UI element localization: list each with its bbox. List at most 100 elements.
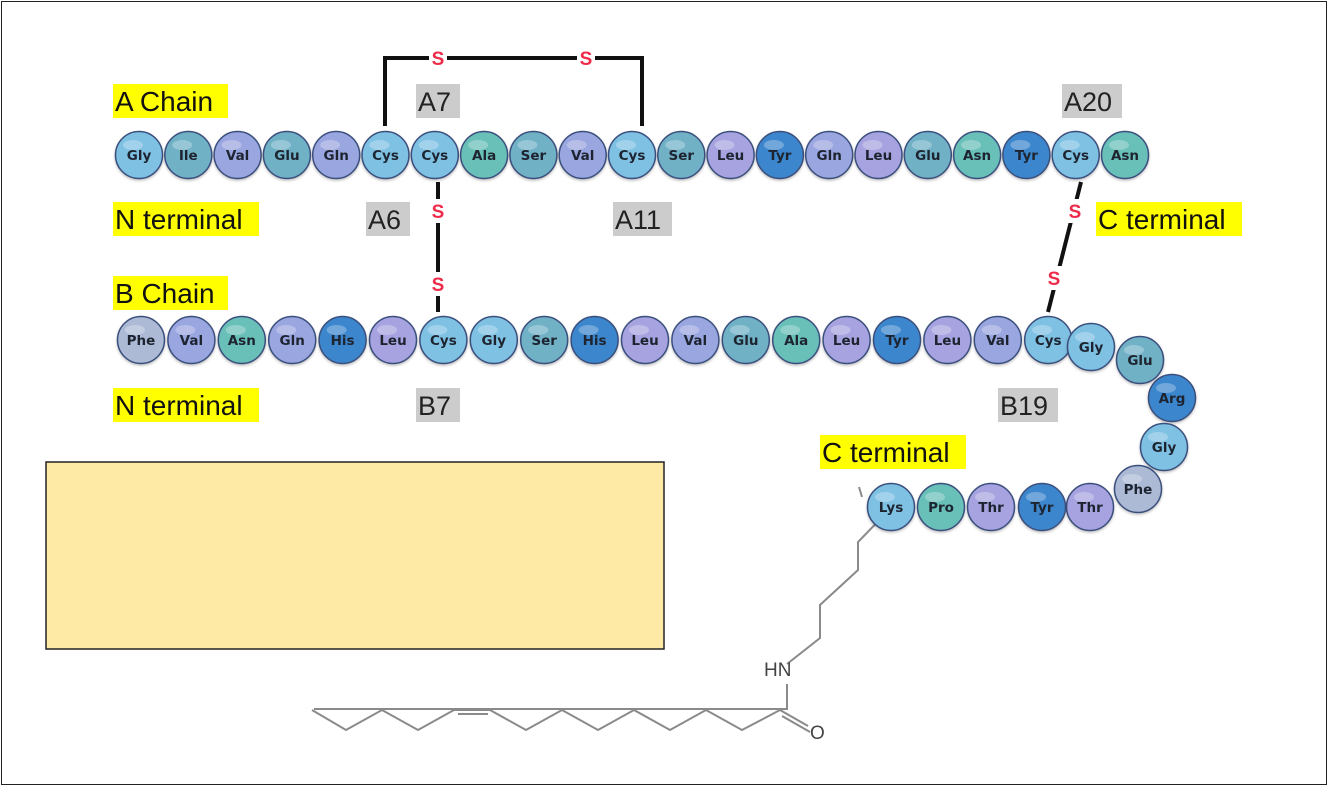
- b-chain-residue-20: Gly: [1066, 322, 1116, 372]
- a-chain-residue-14: Tyr: [755, 130, 805, 180]
- residue-label: Cys: [1035, 333, 1062, 349]
- b-chain-residue-2: Val: [167, 315, 216, 365]
- residue-highlight: [679, 325, 700, 335]
- residue-bead: [706, 130, 755, 180]
- sulfur-atoms: S S S S S S: [432, 49, 1082, 296]
- b-chain-residue-17: Leu: [923, 315, 972, 365]
- residue-highlight: [665, 140, 686, 150]
- blank-answer-box: [45, 461, 665, 650]
- residue-bead: [671, 315, 720, 365]
- residue-highlight: [276, 325, 297, 335]
- a-chain-residue-1: Gly: [114, 130, 164, 180]
- b-chain-residue-23: Gly: [1139, 422, 1189, 472]
- residue-label: Val: [571, 148, 594, 164]
- amide-nh-label: HN: [764, 660, 791, 681]
- a-chain-residue-9: Ser: [509, 130, 558, 180]
- residue-label: Glu: [274, 148, 299, 164]
- sulfur-b7: S: [432, 275, 445, 296]
- residue-bead: [804, 130, 854, 180]
- b-chain-residue-24: Phe: [1113, 464, 1163, 514]
- residue-highlight: [326, 325, 347, 335]
- b-chain-label: B Chain: [115, 278, 215, 309]
- residue-bead: [262, 130, 312, 180]
- a-chain-residue-7: Cys: [410, 130, 460, 180]
- a-chain-residue-2: Ile: [164, 130, 213, 180]
- residue-bead: [903, 130, 953, 180]
- a-chain-residue-13: Leu: [706, 130, 755, 180]
- residue-bead: [721, 315, 771, 365]
- b-chain-residue-19: Cys: [1023, 315, 1073, 365]
- residue-highlight: [517, 140, 538, 150]
- fatty-acid-chain: [311, 486, 890, 733]
- b-chain-residue-15: Leu: [822, 315, 871, 365]
- residue-highlight: [961, 140, 982, 150]
- b-chain-residue-16: Tyr: [872, 315, 922, 365]
- residue-highlight: [975, 492, 995, 502]
- residue-label: Leu: [379, 333, 406, 349]
- label-b7: B7: [418, 391, 451, 421]
- residue-highlight: [320, 140, 341, 150]
- a-chain-residue-11: Cys: [607, 130, 657, 180]
- b-c-terminal-label: C terminal: [822, 437, 950, 468]
- residue-label: Thr: [1077, 500, 1103, 516]
- residue-highlight: [1122, 474, 1142, 484]
- residue-highlight: [763, 140, 784, 150]
- a-chain-label: A Chain: [115, 86, 213, 117]
- residue-highlight: [225, 325, 246, 335]
- residue-highlight: [418, 140, 439, 150]
- residue-bead: [311, 130, 361, 180]
- residue-label: Val: [180, 333, 203, 349]
- residue-bead: [916, 482, 966, 532]
- residue-bead: [419, 315, 468, 365]
- residue-bead: [116, 315, 166, 365]
- residue-label: Glu: [915, 148, 940, 164]
- residue-label: Tyr: [1030, 500, 1053, 516]
- residue-highlight: [862, 140, 883, 150]
- residue-highlight: [125, 325, 145, 335]
- a-chain-residue-16: Leu: [854, 130, 903, 180]
- residue-label: Asn: [228, 333, 256, 349]
- residue-bead: [607, 130, 657, 180]
- residue-highlight: [925, 492, 945, 502]
- b-chain-residue-1: Phe: [116, 315, 166, 365]
- residue-label: Ser: [669, 148, 695, 164]
- label-a20: A20: [1064, 87, 1112, 117]
- residue-label: Tyr: [1015, 148, 1038, 164]
- residue-label: Cys: [1062, 148, 1089, 164]
- residue-label: Cys: [421, 148, 448, 164]
- b-chain-residue-10: His: [570, 315, 619, 365]
- residue-label: Val: [684, 333, 707, 349]
- residue-label: Cys: [372, 148, 399, 164]
- residue-highlight: [911, 140, 932, 150]
- residue-highlight: [1010, 140, 1031, 150]
- b-chain-residue-28: Pro: [916, 482, 966, 532]
- label-b19: B19: [1000, 391, 1048, 421]
- residue-highlight: [427, 325, 448, 335]
- residue-bead: [872, 315, 922, 365]
- residue-label: Gly: [1152, 440, 1177, 456]
- residue-label: Lys: [879, 500, 904, 516]
- residue-bead: [620, 315, 670, 365]
- residue-bead: [167, 315, 216, 365]
- residue-label: Asn: [963, 148, 991, 164]
- residue-bead: [1002, 130, 1051, 180]
- residue-bead: [822, 315, 871, 365]
- b-chain-residue-14: Ala: [771, 315, 821, 365]
- residue-highlight: [729, 325, 750, 335]
- residue-highlight: [875, 492, 895, 502]
- residue-label: His: [583, 333, 607, 349]
- residue-highlight: [629, 325, 649, 335]
- residue-highlight: [477, 325, 498, 335]
- residue-bead: [1147, 373, 1197, 423]
- residue-bead: [509, 130, 558, 180]
- residue-highlight: [270, 140, 291, 150]
- residue-label: Tyr: [885, 333, 908, 349]
- b-chain-residue-6: Leu: [368, 315, 418, 365]
- a-chain-residue-17: Glu: [903, 130, 953, 180]
- residue-label: Gln: [280, 333, 305, 349]
- residue-bead: [1066, 322, 1116, 372]
- a-chain-residue-6: Cys: [361, 130, 410, 180]
- b-chain-residue-18: Val: [973, 315, 1023, 365]
- residue-bead: [771, 315, 821, 365]
